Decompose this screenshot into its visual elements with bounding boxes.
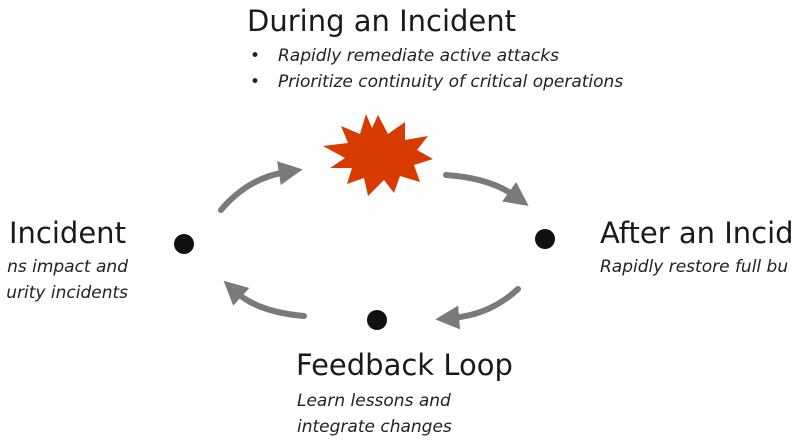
during-incident-bullets: Rapidly remediate active attacks Priorit…: [246, 43, 623, 95]
during-bullet-2: Prioritize continuity of critical operat…: [246, 69, 623, 95]
after-desc-line-1: Rapidly restore full bu: [600, 257, 789, 277]
before-desc-line-1: ns impact and: [7, 257, 128, 277]
arrow-feedback-to-before: [223, 280, 307, 319]
after-incident-title: After an Incid: [600, 216, 794, 250]
before-desc-line-2: urity incidents: [6, 283, 128, 303]
arrow-during-to-after: [443, 172, 529, 206]
before-incident-title: Incident: [9, 216, 126, 250]
feedback-loop-description: Learn lessons and integrate changes: [297, 388, 452, 440]
after-incident-description: Rapidly restore full bu: [600, 254, 788, 280]
incident-burst-icon: [323, 114, 433, 196]
feedback-desc-line-2: integrate changes: [297, 417, 452, 437]
feedback-dot: [367, 310, 387, 330]
during-bullet-1: Rapidly remediate active attacks: [246, 43, 623, 69]
feedback-loop-title: Feedback Loop: [296, 348, 513, 382]
after-dot: [535, 229, 555, 249]
feedback-desc-line-1: Learn lessons and: [297, 391, 451, 411]
during-incident-title: During an Incident: [247, 4, 517, 38]
arrow-before-to-during: [218, 161, 303, 213]
before-dot: [174, 234, 194, 254]
arrow-after-to-feedback: [435, 286, 521, 330]
before-incident-description: ns impact and urity incidents: [6, 254, 128, 306]
